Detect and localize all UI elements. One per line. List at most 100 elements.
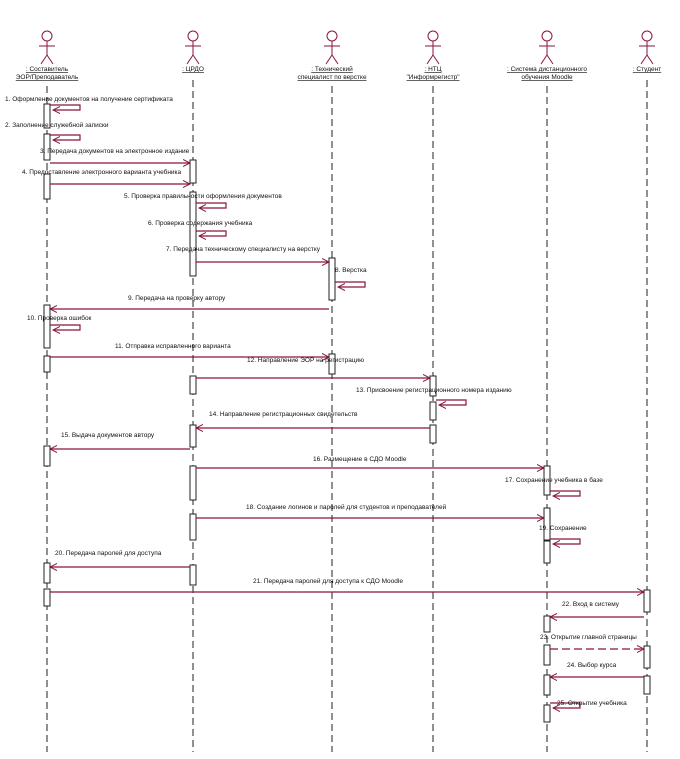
- actor-csdo: : ЦРДО: [182, 30, 204, 73]
- self-message-arrow: [335, 281, 366, 287]
- self-message-arrow: [436, 399, 467, 405]
- messages: 1. Оформление документов на получение се…: [5, 96, 644, 708]
- stick-figure-icon: [639, 30, 655, 65]
- stick-figure-icon: [539, 30, 555, 65]
- message-12: 12. Направление ЭОР на регистрацию: [196, 357, 430, 378]
- activation-bar: [189, 424, 197, 448]
- message-14: 14. Направление регистрационных свидетел…: [196, 411, 430, 428]
- message-label: 15. Выдача документов автору: [61, 432, 155, 439]
- activation-bar: [189, 159, 197, 184]
- message-19: 19. Сохранение: [539, 525, 587, 544]
- message-label: 8. Верстка: [335, 267, 367, 274]
- message-7: 7. Передача техническому специалисту на …: [166, 246, 329, 262]
- self-message-arrow: [196, 230, 227, 236]
- message-2: 2. Заполнение служебной записки: [5, 121, 109, 140]
- message-10: 10. Проверка ошибок: [27, 314, 92, 330]
- activation-bar: [189, 513, 197, 541]
- activation-bar: [543, 615, 551, 633]
- self-message-arrow: [50, 104, 81, 110]
- activation-bar: [643, 645, 651, 669]
- message-5: 5. Проверка правильности оформления доку…: [124, 193, 282, 208]
- message-label: 20. Передача паролей для доступа: [55, 549, 162, 557]
- message-label: 17. Сохранение учебника в базе: [505, 476, 603, 484]
- message-21: 21. Передача паролей для доступа к СДО M…: [50, 577, 644, 592]
- message-label: 2. Заполнение служебной записки: [5, 121, 109, 129]
- activation-bar: [189, 564, 197, 586]
- actor-name: "Информрегистр": [407, 74, 461, 81]
- activation-bar: [43, 355, 51, 373]
- message-18: 18. Создание логинов и паролей для студе…: [196, 503, 544, 518]
- message-23: 23. Открытие главной страницы: [540, 633, 644, 649]
- activation-bar: [643, 675, 651, 695]
- self-message-arrow: [550, 538, 581, 544]
- actor-name: обучения Moodle: [521, 73, 573, 81]
- message-label: 3. Передача документов на электронное из…: [40, 148, 190, 155]
- message-label: 16. Размещение в СДО Moodle: [313, 456, 407, 463]
- message-label: 22. Вход в систему: [562, 601, 620, 608]
- activation-bar: [543, 465, 551, 496]
- actor-name: : Система дистанционного: [507, 66, 587, 73]
- activation-bar: [43, 103, 51, 129]
- message-8: 8. Верстка: [335, 267, 367, 287]
- actor-ntc: : НТЦ"Информрегистр": [407, 30, 461, 81]
- message-label: 7. Передача техническому специалисту на …: [166, 246, 321, 253]
- message-label: 25. Открытие учебника: [557, 699, 627, 707]
- activation-bar: [429, 401, 437, 421]
- message-16: 16. Размещение в СДО Moodle: [196, 456, 544, 468]
- message-13: 13. Присвоение регистрационного номера и…: [356, 387, 512, 405]
- activation-bar: [43, 562, 51, 584]
- activation-bar: [43, 588, 51, 607]
- activation-bar: [543, 674, 551, 696]
- activation-bars: [43, 103, 651, 723]
- message-4: 4. Предоставление электронного варианта …: [22, 168, 190, 184]
- actor-name: : Технический: [311, 65, 353, 73]
- activation-bar: [328, 353, 336, 375]
- actor-name: : ЦРДО: [182, 66, 204, 73]
- activation-bar: [328, 257, 336, 301]
- actor-name: специалист по верстке: [297, 74, 367, 81]
- activation-bar: [189, 191, 197, 277]
- stick-figure-icon: [324, 30, 340, 65]
- message-17: 17. Сохранение учебника в базе: [505, 476, 603, 496]
- message-22: 22. Вход в систему: [550, 601, 644, 617]
- activation-bar: [543, 644, 551, 666]
- message-24: 24. Выбор курса: [550, 661, 644, 677]
- message-label: 23. Открытие главной страницы: [540, 633, 637, 641]
- self-message-arrow: [550, 490, 581, 496]
- message-label: 6. Проверка содержания учебника: [148, 219, 253, 227]
- activation-bar: [43, 445, 51, 467]
- message-label: 19. Сохранение: [539, 525, 587, 532]
- actor-name: : НТЦ: [424, 66, 441, 73]
- message-20: 20. Передача паролей для доступа: [50, 549, 190, 567]
- message-label: 5. Проверка правильности оформления доку…: [124, 193, 282, 200]
- activation-bar: [43, 304, 51, 349]
- activation-bar: [543, 704, 551, 723]
- message-15: 15. Выдача документов автору: [50, 432, 190, 449]
- message-label: 12. Направление ЭОР на регистрацию: [247, 357, 364, 364]
- message-label: 21. Передача паролей для доступа к СДО M…: [253, 577, 403, 585]
- message-6: 6. Проверка содержания учебника: [148, 219, 253, 236]
- actor-student: : Студент: [633, 30, 661, 73]
- message-label: 13. Присвоение регистрационного номера и…: [356, 387, 512, 394]
- message-label: 9. Передача на проверку автору: [128, 295, 226, 302]
- activation-bar: [643, 589, 651, 613]
- message-3: 3. Передача документов на электронное из…: [40, 148, 190, 163]
- activation-bar: [543, 507, 551, 541]
- message-label: 14. Направление регистрационных свидетел…: [209, 411, 358, 418]
- activation-bar: [189, 375, 197, 395]
- message-label: 11. Отправка исправленного варианта: [115, 343, 231, 350]
- stick-figure-icon: [185, 30, 201, 65]
- self-message-arrow: [196, 202, 227, 208]
- activation-bar: [43, 133, 51, 161]
- message-1: 1. Оформление документов на получение се…: [5, 96, 173, 110]
- message-9: 9. Передача на проверку автору: [50, 295, 329, 309]
- activation-bar: [429, 375, 437, 397]
- message-label: 4. Предоставление электронного варианта …: [22, 168, 182, 176]
- self-message-arrow: [550, 702, 581, 708]
- message-label: 18. Создание логинов и паролей для студе…: [246, 503, 447, 511]
- message-label: 10. Проверка ошибок: [27, 314, 92, 322]
